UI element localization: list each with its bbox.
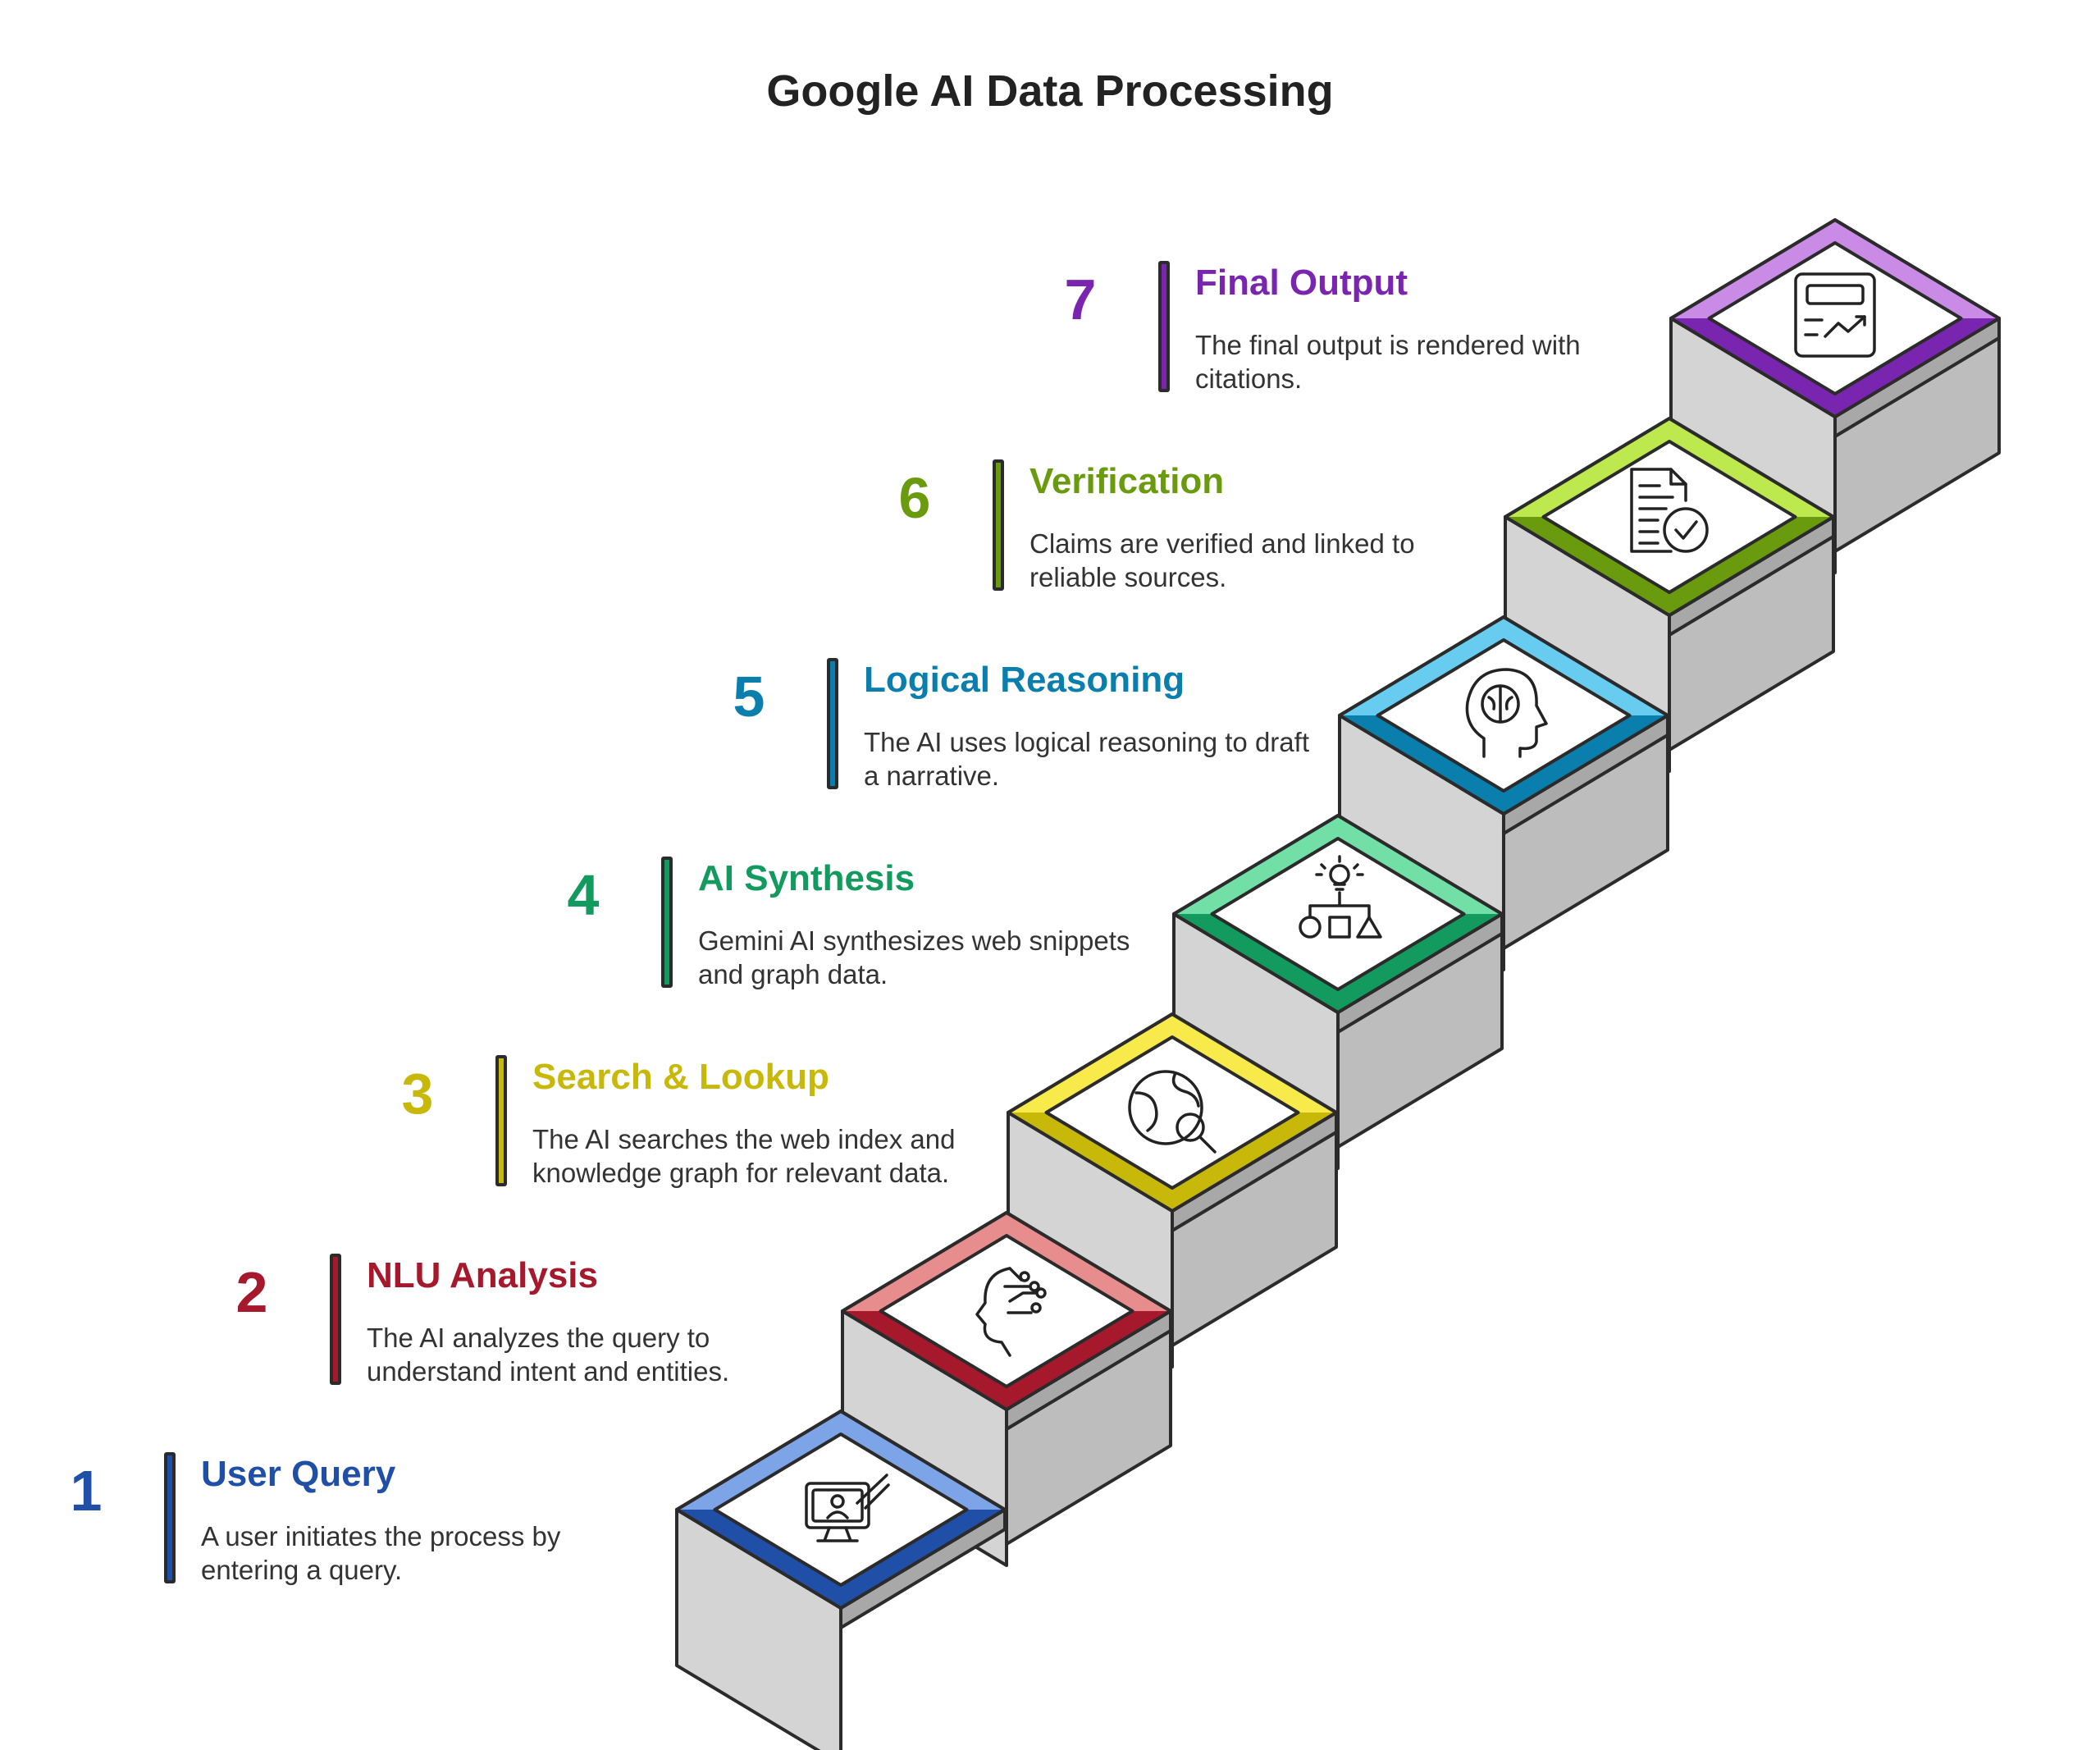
- step-number: 6: [898, 466, 931, 530]
- stair-step-7: [1669, 218, 2001, 574]
- step-title: AI Synthesis: [698, 858, 915, 898]
- step-number: 7: [1064, 267, 1097, 331]
- idea-shapes-icon: [1299, 855, 1382, 939]
- step-number: 3: [401, 1062, 434, 1126]
- step-number: 1: [70, 1459, 103, 1523]
- stair-step-1: [675, 1410, 1007, 1750]
- step-description: The final output is rendered with citati…: [1195, 330, 1581, 394]
- globe-search-icon: [1128, 1070, 1217, 1154]
- brain-head-icon: [1465, 668, 1548, 758]
- step-description: The AI uses logical reasoning to draft a…: [864, 727, 1309, 791]
- diagram-title: Google AI Data Processing: [766, 66, 1334, 116]
- step-description: Gemini AI synthesizes web snippets and g…: [698, 925, 1130, 989]
- step-description: The AI searches the web index and knowle…: [532, 1124, 956, 1188]
- head-circuit-icon: [975, 1267, 1047, 1357]
- step-title: Final Output: [1195, 263, 1408, 303]
- document-check-icon: [1630, 468, 1709, 553]
- step-accent-bar: [330, 1254, 341, 1385]
- step-description: Claims are verified and linked to reliab…: [1029, 528, 1415, 592]
- step-accent-bar: [495, 1055, 507, 1186]
- monitor-touch-icon: [805, 1474, 890, 1542]
- report-chart-icon: [1794, 272, 1876, 358]
- step-accent-bar: [827, 658, 838, 789]
- step-description: A user initiates the process by entering…: [201, 1521, 561, 1585]
- step-accent-bar: [661, 857, 673, 988]
- step-accent-bar: [1158, 261, 1170, 392]
- step-title: Verification: [1029, 461, 1225, 501]
- step-accent-bar: [164, 1452, 176, 1583]
- step-title: User Query: [201, 1454, 396, 1494]
- step-description: The AI analyzes the query to understand …: [367, 1323, 730, 1387]
- step-number: 4: [567, 863, 600, 927]
- step-title: Search & Lookup: [532, 1057, 829, 1097]
- step-title: NLU Analysis: [367, 1255, 599, 1295]
- step-title: Logical Reasoning: [864, 660, 1185, 700]
- stair-step-5: [1338, 615, 1669, 971]
- step-accent-bar: [993, 459, 1004, 591]
- step-number: 2: [235, 1260, 268, 1324]
- step-number: 5: [733, 665, 765, 729]
- stair-step-3: [1007, 1012, 1338, 1368]
- stair-step-4: [1172, 814, 1504, 1170]
- stair-step-2: [841, 1211, 1172, 1567]
